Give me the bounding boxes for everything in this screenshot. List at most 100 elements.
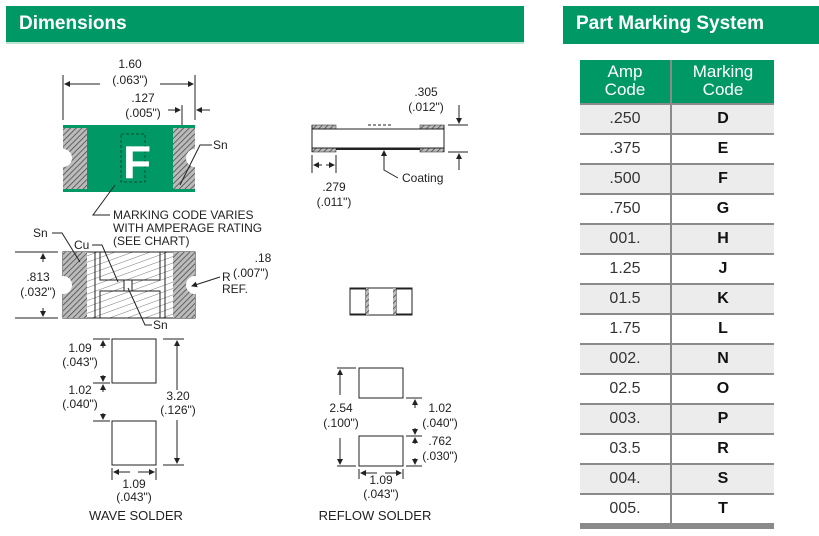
thickness-in: (.012") [408, 100, 444, 114]
amp-code-cell: .500 [580, 163, 672, 194]
amp-code-cell: 005. [580, 493, 672, 529]
radius-in: (.007") [233, 266, 269, 280]
reflow-pad-h-mm: .762 [428, 434, 452, 448]
marking-code-cell: H [671, 223, 774, 254]
marking-code-cell: N [671, 343, 774, 374]
marking-code-cell: K [671, 283, 774, 314]
reflow-pad-top [358, 367, 404, 399]
reflow-pad-h-in: (.030") [422, 449, 458, 463]
reflow-solder-footprint: 2.54 (.100") 1.02 (.040") .762 (.030") 1… [319, 367, 458, 523]
wave-gap-in: (.040") [62, 397, 98, 411]
radius-ref: REF. [222, 282, 248, 296]
wave-total-mm: 3.20 [166, 389, 190, 403]
part-marking-title: Part Marking System [576, 13, 764, 34]
reflow-gap-mm: 1.02 [428, 401, 452, 415]
marking-letter: F [123, 136, 151, 188]
reflow-solder-title: REFLOW SOLDER [319, 508, 432, 523]
table-row: 004.S [580, 463, 774, 494]
wave-solder-title: WAVE SOLDER [89, 508, 183, 523]
side-terminal-in: (.011") [317, 195, 352, 209]
thickness-mm: .305 [414, 85, 438, 99]
marking-code-cell: F [671, 163, 774, 194]
length-in: (.063") [112, 73, 148, 87]
amp-code-cell: 1.75 [580, 313, 672, 344]
table-row: 002.N [580, 343, 774, 374]
marking-code-cell: J [671, 253, 774, 284]
reflow-total-mm: 2.54 [329, 401, 353, 415]
wave-solder-footprint: 1.09 (.043") 1.02 (.040") 3.20 (.126") 1… [62, 338, 196, 523]
reflow-gap-in: (.040") [422, 416, 458, 430]
dimension-drawings: 1.60 (.063") .127 (.005") F Sn MARKING C… [15, 57, 468, 523]
terminal-in: (.005") [125, 106, 161, 120]
reflow-pad-w-in: (.043") [363, 487, 399, 501]
marking-code-cell: E [671, 133, 774, 164]
table-row: 003.P [580, 403, 774, 434]
amp-code-cell: .375 [580, 133, 672, 164]
table-row: 001.H [580, 223, 774, 254]
length-mm: 1.60 [118, 57, 142, 71]
side-view: .305 (.012") .279 (.011") Coating [311, 85, 468, 209]
dimensions-title: Dimensions [19, 13, 127, 34]
table-row: 005.T [580, 493, 774, 529]
wave-pad-h-in: (.043") [62, 355, 98, 369]
coating-label: Coating [402, 171, 443, 185]
wave-total-in: (.126") [160, 403, 196, 417]
amp-code-cell: 01.5 [580, 283, 672, 314]
amp-code-cell: 002. [580, 343, 672, 374]
amp-code-cell: .250 [580, 103, 672, 134]
sn-label-cross-bottom: Sn [153, 318, 168, 332]
width-mm: .813 [26, 270, 50, 284]
top-view: 1.60 (.063") .127 (.005") F Sn MARKING C… [54, 57, 262, 248]
marking-note-line1: MARKING CODE VARIES [113, 208, 253, 222]
wave-pad-w-mm: 1.09 [122, 477, 146, 491]
marking-note-line3: (SEE CHART) [113, 234, 189, 248]
wave-pad-w-in: (.043") [116, 490, 152, 504]
marking-code-cell: P [671, 403, 774, 434]
reflow-pad-bottom [358, 435, 404, 467]
sn-label-top-view: Sn [213, 138, 228, 152]
width-in: (.032") [20, 285, 56, 299]
marking-code-cell: S [671, 463, 774, 494]
terminal-mm: .127 [131, 91, 155, 105]
wave-pad-top [111, 338, 157, 384]
amp-code-cell: 03.5 [580, 433, 672, 464]
marking-code-cell: O [671, 373, 774, 404]
marking-code-cell: T [671, 493, 774, 529]
marking-code-cell: L [671, 313, 774, 344]
marking-note-line2: WITH AMPERAGE RATING [113, 221, 262, 235]
radius-mm: .18 [255, 251, 272, 265]
radius-r: R [222, 270, 231, 284]
wave-pad-bottom [111, 420, 157, 466]
end-view [349, 287, 413, 316]
amp-code-cell: 1.25 [580, 253, 672, 284]
wave-pad-h-mm: 1.09 [68, 341, 92, 355]
amp-code-cell: .750 [580, 193, 672, 224]
marking-code-cell: R [671, 433, 774, 464]
amp-code-cell: 001. [580, 223, 672, 254]
side-terminal-mm: .279 [322, 180, 346, 194]
amp-code-cell: 02.5 [580, 373, 672, 404]
wave-gap-mm: 1.02 [68, 383, 92, 397]
dimensions-header: Dimensions [6, 6, 524, 44]
sn-label-cross-top: Sn [33, 226, 48, 240]
marking-code-cell: G [671, 193, 774, 224]
cross-section-view: .813 (.032") Sn Cu Sn R .18 (.007") REF. [15, 226, 272, 332]
terminal-right [173, 128, 195, 189]
reflow-total-in: (.100") [323, 416, 359, 430]
marking-code-cell: D [671, 103, 774, 134]
cu-label: Cu [74, 238, 89, 252]
amp-code-cell: 004. [580, 463, 672, 494]
